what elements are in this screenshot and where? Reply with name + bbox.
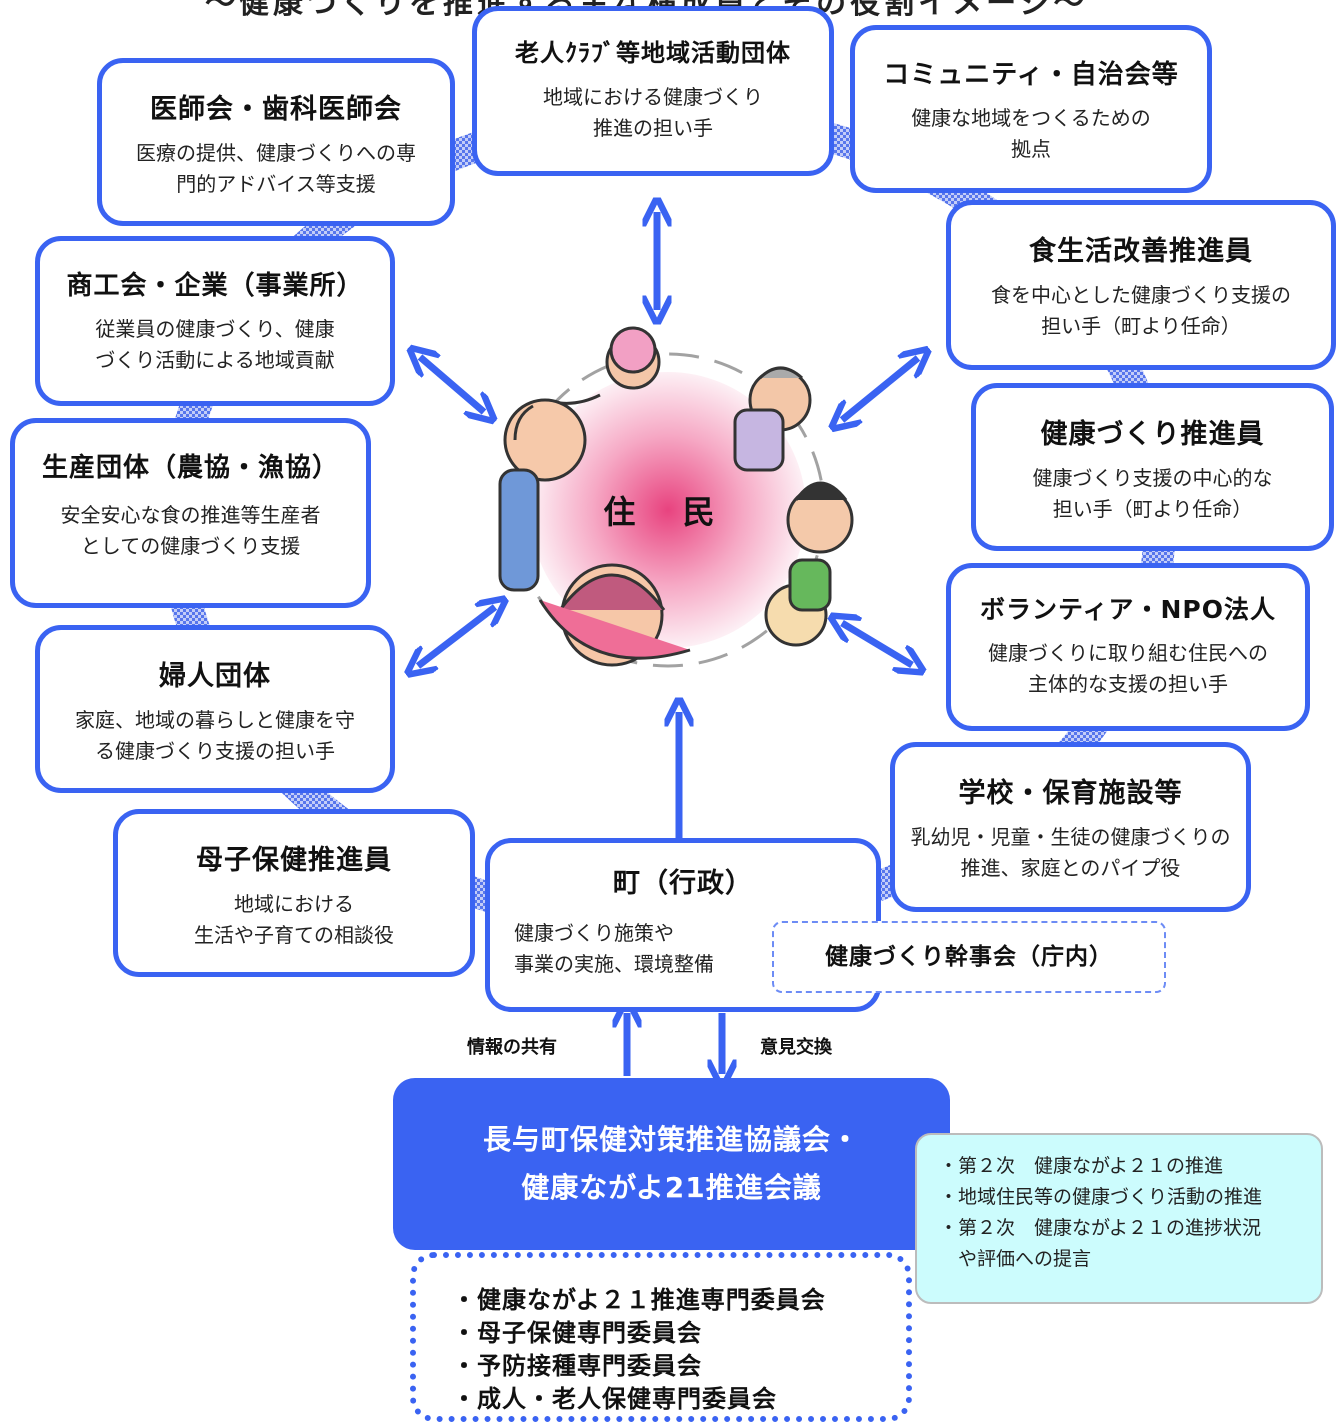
council-line-1: 長与町保健対策推進協議会・ bbox=[482, 1123, 860, 1156]
org-roujin-desc-1: 地域における健康づくり bbox=[543, 85, 763, 109]
org-volunteer: ボランティア・NPO法人 健康づくりに取り組む住民への 主体的な支援の担い手 bbox=[946, 563, 1310, 731]
org-community-title: コミュニティ・自治会等 bbox=[883, 60, 1179, 90]
flow-left-label: 情報の共有 bbox=[467, 1037, 557, 1058]
org-roujin-desc-2: 推進の担い手 bbox=[593, 116, 713, 140]
org-machi-desc-1: 健康づくり施策や bbox=[514, 921, 674, 945]
org-shokokai-title: 商工会・企業（事業所） bbox=[66, 271, 364, 301]
org-seisan-desc-1: 安全安心な食の推進等生産者 bbox=[60, 503, 321, 527]
org-ishikai-title: 医師会・歯科医師会 bbox=[150, 94, 402, 125]
org-shokuseikatsu-desc-1: 食を中心とした健康づくり支援の bbox=[991, 283, 1291, 307]
committee-item: ・健康ながよ２１推進専門委員会 bbox=[452, 1286, 826, 1314]
org-boshi-desc-2: 生活や子育ての相談役 bbox=[194, 923, 394, 947]
org-ishikai-desc-1: 医療の提供、健康づくりへの専 bbox=[136, 141, 416, 165]
org-boshi-desc-1: 地域における bbox=[234, 892, 354, 916]
council-note-4: や評価への提言 bbox=[939, 1248, 1092, 1270]
org-shokuseikatsu-title: 食生活改善推進員 bbox=[1029, 236, 1253, 267]
org-ishikai: 医師会・歯科医師会 医療の提供、健康づくりへの専 門的アドバイス等支援 bbox=[97, 58, 455, 226]
flow-right-label: 意見交換 bbox=[760, 1037, 832, 1058]
org-seisan: 生産団体（農協・漁協） 安全安心な食の推進等生産者 としての健康づくり支援 bbox=[10, 418, 371, 608]
org-boshi-title: 母子保健推進員 bbox=[196, 845, 392, 876]
residents-people-illustration bbox=[498, 326, 854, 667]
org-boshi: 母子保健推進員 地域における 生活や子育ての相談役 bbox=[113, 809, 475, 977]
council-note-3: ・第２次 健康ながよ２１の進捗状況 bbox=[939, 1217, 1262, 1239]
org-gakkou-desc-1: 乳幼児・児童・生徒の健康づくりの bbox=[910, 825, 1231, 849]
org-shokuseikatsu-desc-2: 担い手（町より任命） bbox=[1041, 314, 1241, 338]
org-gakkou: 学校・保育施設等 乳幼児・児童・生徒の健康づくりの 推進、家庭とのパイプ役 bbox=[890, 742, 1251, 912]
council-note-2: ・地域住民等の健康づくり活動の推進 bbox=[939, 1186, 1263, 1208]
kanjikai-box: 健康づくり幹事会（庁内） bbox=[772, 921, 1166, 993]
council-note-1: ・第２次 健康ながよ２１の推進 bbox=[939, 1155, 1224, 1177]
org-volunteer-desc-1: 健康づくりに取り組む住民への bbox=[988, 641, 1268, 665]
org-shokokai: 商工会・企業（事業所） 従業員の健康づくり、健康 づくり活動による地域貢献 bbox=[35, 236, 395, 406]
committee-list: ・健康ながよ２１推進専門委員会 ・母子保健専門委員会 ・予防接種専門委員会 ・成… bbox=[410, 1252, 912, 1422]
org-volunteer-desc-2: 主体的な支援の担い手 bbox=[1028, 672, 1228, 696]
org-shokokai-desc-2: づくり活動による地域貢献 bbox=[95, 348, 335, 372]
org-community: コミュニティ・自治会等 健康な地域をつくるための 拠点 bbox=[850, 25, 1212, 193]
org-fujin: 婦人団体 家庭、地域の暮らしと健康を守 る健康づくり支援の担い手 bbox=[35, 625, 395, 793]
org-fujin-desc-2: る健康づくり支援の担い手 bbox=[95, 739, 335, 763]
org-kenkou: 健康づくり推進員 健康づくり支援の中心的な 担い手（町より任命） bbox=[971, 383, 1334, 551]
org-volunteer-title: ボランティア・NPO法人 bbox=[980, 595, 1276, 624]
org-machi-title: 町（行政） bbox=[613, 868, 753, 899]
org-seisan-desc-2: としての健康づくり支援 bbox=[80, 534, 301, 558]
org-kenkou-title: 健康づくり推進員 bbox=[1040, 419, 1265, 450]
council-box: 長与町保健対策推進協議会・ 健康ながよ21推進会議 bbox=[393, 1078, 950, 1250]
council-notes: ・第２次 健康ながよ２１の推進 ・地域住民等の健康づくり活動の推進 ・第２次 健… bbox=[915, 1133, 1323, 1304]
committee-item: ・成人・老人保健専門委員会 bbox=[452, 1385, 777, 1413]
org-roujin: 老人ｸﾗﾌﾞ等地域活動団体 地域における健康づくり 推進の担い手 bbox=[472, 6, 834, 176]
committee-item: ・母子保健専門委員会 bbox=[452, 1319, 702, 1347]
org-community-desc-1: 健康な地域をつくるための bbox=[911, 106, 1151, 130]
connector-arrows bbox=[418, 212, 918, 1076]
org-fujin-title: 婦人団体 bbox=[159, 661, 271, 692]
org-fujin-desc-1: 家庭、地域の暮らしと健康を守 bbox=[75, 708, 355, 732]
org-kenkou-desc-1: 健康づくり支援の中心的な bbox=[1032, 466, 1273, 490]
org-ishikai-desc-2: 門的アドバイス等支援 bbox=[176, 172, 376, 196]
org-shokokai-desc-1: 従業員の健康づくり、健康 bbox=[95, 317, 335, 341]
org-community-desc-2: 拠点 bbox=[1011, 137, 1051, 161]
committee-item: ・予防接種専門委員会 bbox=[452, 1352, 702, 1380]
org-kenkou-desc-2: 担い手（町より任命） bbox=[1052, 497, 1253, 521]
org-seisan-title: 生産団体（農協・漁協） bbox=[41, 453, 339, 483]
org-machi-desc-2: 事業の実施、環境整備 bbox=[514, 952, 714, 976]
residents-label: 住 民 bbox=[603, 493, 733, 531]
council-line-2: 健康ながよ21推進会議 bbox=[521, 1171, 822, 1204]
org-gakkou-desc-2: 推進、家庭とのパイプ役 bbox=[960, 856, 1181, 880]
org-gakkou-title: 学校・保育施設等 bbox=[958, 778, 1183, 809]
org-roujin-title: 老人ｸﾗﾌﾞ等地域活動団体 bbox=[515, 39, 791, 67]
org-shokuseikatsu: 食生活改善推進員 食を中心とした健康づくり支援の 担い手（町より任命） bbox=[946, 200, 1336, 370]
